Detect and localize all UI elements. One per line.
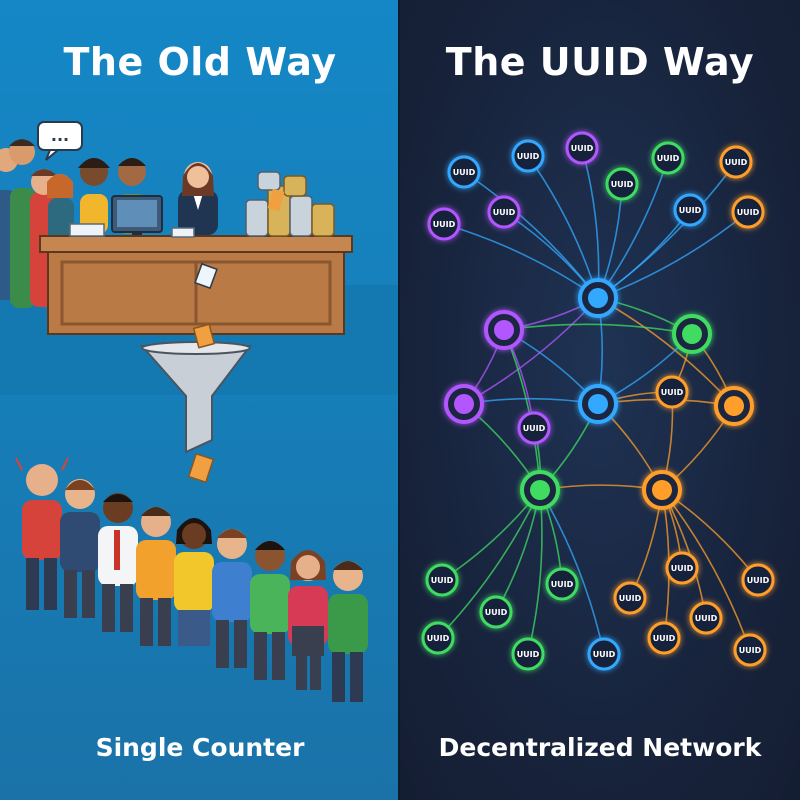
uuid-node-label: UUID bbox=[619, 594, 642, 603]
network-edge bbox=[463, 171, 599, 299]
computer-monitor bbox=[111, 195, 163, 245]
hub-node bbox=[672, 314, 712, 354]
uuid-node-label: UUID bbox=[551, 580, 574, 589]
uuid-node-label: UUID bbox=[695, 614, 718, 623]
network-edge bbox=[437, 489, 541, 639]
queue-person bbox=[60, 479, 100, 618]
old-way-panel: ... bbox=[0, 0, 400, 800]
hub-node bbox=[714, 386, 754, 426]
old-way-title: The Old Way bbox=[63, 40, 337, 84]
uuid-node: UUID bbox=[655, 375, 689, 409]
uuid-node-label: UUID bbox=[747, 576, 770, 585]
network-edge bbox=[527, 155, 599, 299]
uuid-node: UUID bbox=[719, 145, 753, 179]
hub-node bbox=[484, 310, 524, 350]
network-edge bbox=[443, 223, 599, 299]
uuid-node-label: UUID bbox=[593, 650, 616, 659]
uuid-node-label: UUID bbox=[661, 388, 684, 397]
uuid-node-label: UUID bbox=[739, 646, 762, 655]
network-nodes: UUID UUID UUID UUID UUID UUID UUID UUID UUID UUID… bbox=[421, 131, 775, 671]
network-edge bbox=[539, 489, 605, 655]
uuid-node-label: UUID bbox=[611, 180, 634, 189]
frustrated-person bbox=[15, 457, 69, 610]
network-edge bbox=[503, 323, 693, 335]
uuid-node-label: UUID bbox=[737, 208, 760, 217]
uuid-node: UUID bbox=[565, 131, 599, 165]
service-desk bbox=[39, 223, 353, 335]
queue-person bbox=[288, 550, 328, 690]
hub-node bbox=[578, 278, 618, 318]
hub-node bbox=[642, 470, 682, 510]
queue-person bbox=[78, 158, 110, 234]
uuid-node-label: UUID bbox=[427, 634, 450, 643]
uuid-node-label: UUID bbox=[523, 424, 546, 433]
uuid-node: UUID bbox=[741, 563, 775, 597]
uuid-node: UUID bbox=[733, 633, 767, 667]
queue-person bbox=[212, 529, 252, 668]
funnel bbox=[139, 341, 253, 454]
uuid-node-label: UUID bbox=[679, 206, 702, 215]
uuid-node-label: UUID bbox=[517, 650, 540, 659]
uuid-node: UUID bbox=[487, 195, 521, 229]
decentralized-network-caption: Decentralized Network bbox=[438, 733, 762, 762]
uuid-node: UUID bbox=[511, 139, 545, 173]
uuid-node-label: UUID bbox=[485, 608, 508, 617]
falling-tickets bbox=[187, 262, 218, 484]
uuid-node: UUID bbox=[665, 551, 699, 585]
uuid-node-label: UUID bbox=[493, 208, 516, 217]
coin-stacks bbox=[245, 171, 335, 237]
uuid-node-label: UUID bbox=[671, 564, 694, 573]
uuid-way-panel: UUID UUID UUID UUID UUID UUID UUID UUID UUID UUID… bbox=[400, 0, 800, 800]
uuid-node-label: UUID bbox=[725, 158, 748, 167]
uuid-node-label: UUID bbox=[571, 144, 594, 153]
clerk bbox=[178, 162, 218, 235]
network-edge bbox=[661, 489, 751, 651]
waiting-queue bbox=[15, 457, 368, 702]
network-edge bbox=[597, 211, 749, 299]
uuid-node-label: UUID bbox=[517, 152, 540, 161]
uuid-node: UUID bbox=[587, 637, 621, 671]
decentralized-network-graph: UUID UUID UUID UUID UUID UUID UUID UUID UUID UUID… bbox=[421, 131, 775, 671]
uuid-node: UUID bbox=[647, 621, 681, 655]
uuid-node: UUID bbox=[651, 141, 685, 175]
queue-person bbox=[9, 139, 36, 308]
uuid-node: UUID bbox=[421, 621, 455, 655]
uuid-node: UUID bbox=[479, 595, 513, 629]
uuid-node: UUID bbox=[427, 207, 461, 241]
speech-bubble: ... bbox=[37, 121, 83, 161]
uuid-node: UUID bbox=[673, 193, 707, 227]
uuid-node: UUID bbox=[425, 563, 459, 597]
single-counter-caption: Single Counter bbox=[95, 733, 305, 762]
uuid-node: UUID bbox=[545, 567, 579, 601]
queue-person bbox=[250, 541, 290, 680]
uuid-node-label: UUID bbox=[657, 154, 680, 163]
hub-node bbox=[444, 384, 484, 424]
uuid-way-title: The UUID Way bbox=[445, 40, 755, 84]
speech-bubble-text: ... bbox=[51, 126, 69, 145]
network-edge bbox=[597, 297, 735, 407]
uuid-node-label: UUID bbox=[431, 576, 454, 585]
old-way-illustration: ... bbox=[0, 121, 400, 702]
uuid-node: UUID bbox=[517, 411, 551, 445]
uuid-node: UUID bbox=[605, 167, 639, 201]
uuid-node: UUID bbox=[613, 581, 647, 615]
network-edge bbox=[463, 397, 599, 405]
uuid-node-label: UUID bbox=[433, 220, 456, 229]
uuid-node: UUID bbox=[731, 195, 765, 229]
queue-person bbox=[136, 507, 176, 646]
queue-person bbox=[174, 518, 214, 646]
network-edge bbox=[463, 297, 599, 405]
uuid-node-label: UUID bbox=[453, 168, 476, 177]
queue-person bbox=[328, 561, 368, 702]
uuid-node: UUID bbox=[689, 601, 723, 635]
uuid-node-label: UUID bbox=[653, 634, 676, 643]
hub-node bbox=[578, 384, 618, 424]
network-edge bbox=[503, 329, 541, 491]
hub-node bbox=[520, 470, 560, 510]
queue-person bbox=[98, 493, 138, 632]
uuid-node: UUID bbox=[511, 637, 545, 671]
uuid-node: UUID bbox=[447, 155, 481, 189]
